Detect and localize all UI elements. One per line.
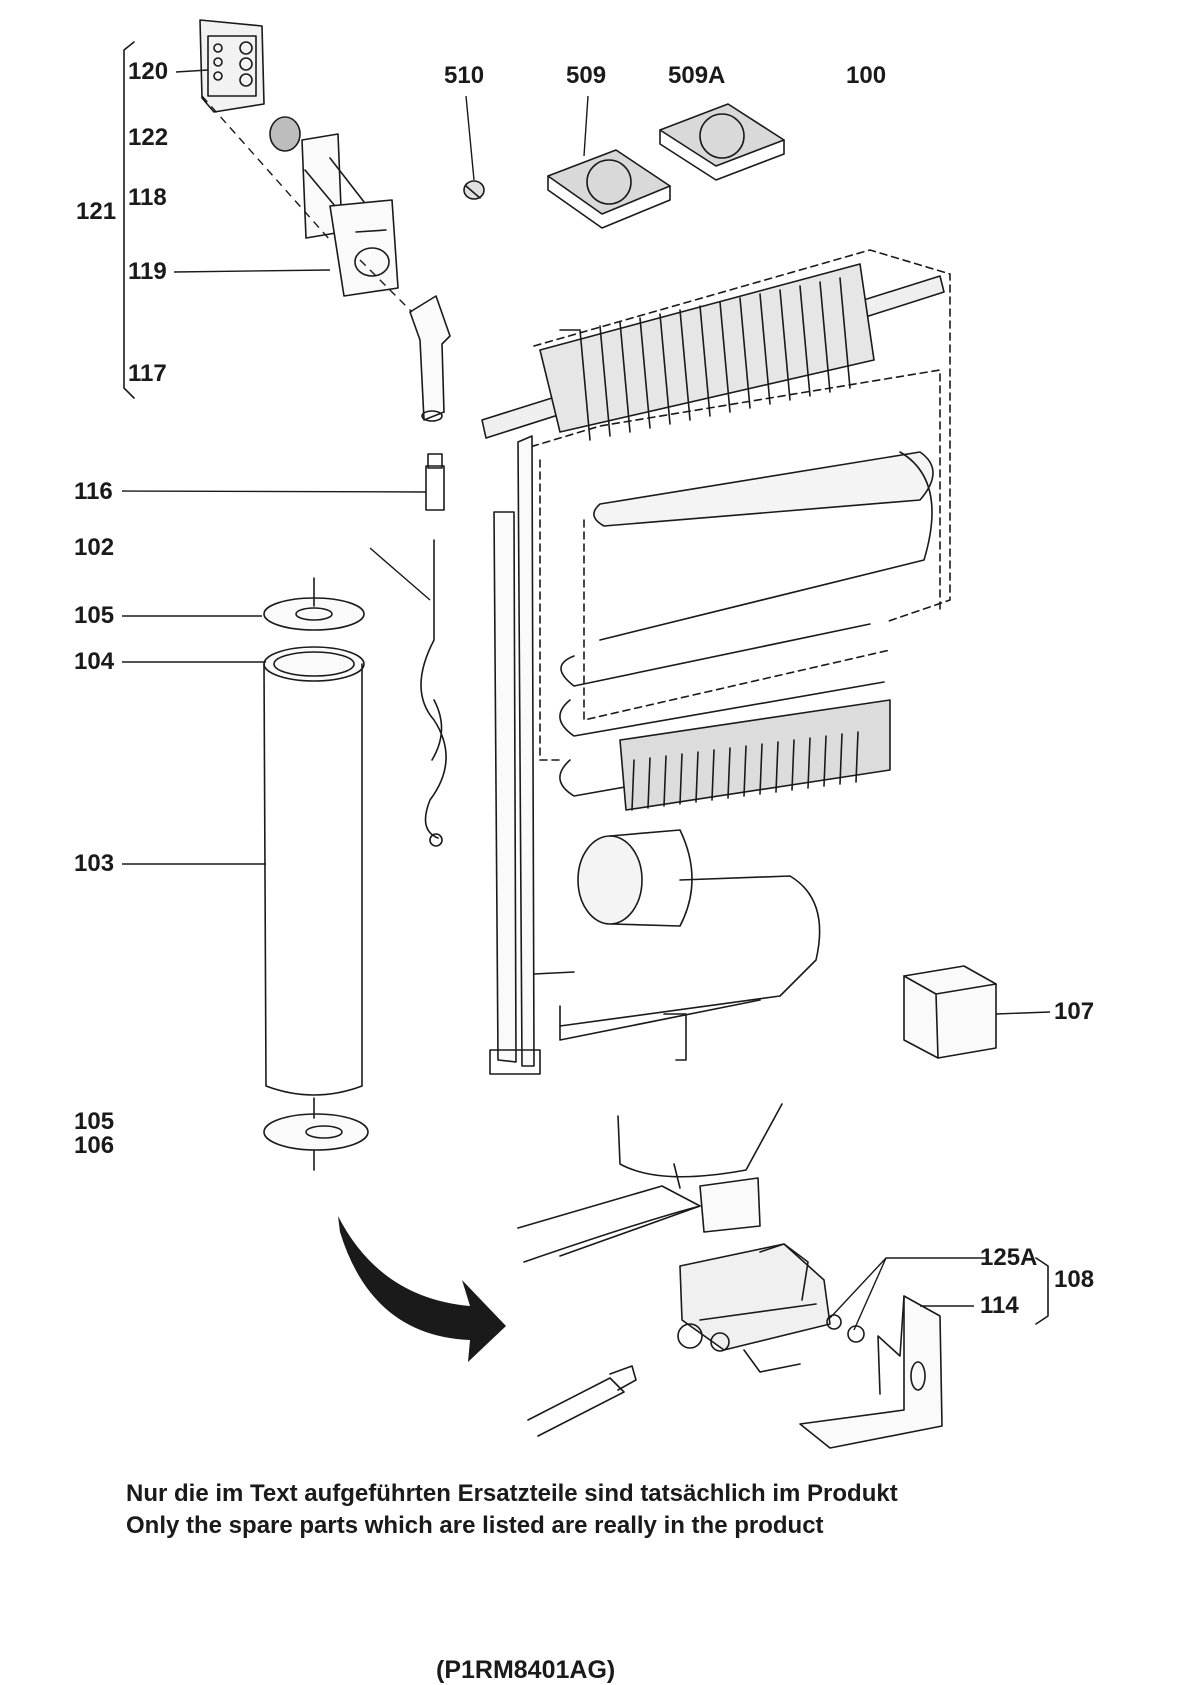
dash-118-117 bbox=[359, 259, 413, 313]
part-114-shield bbox=[799, 1295, 943, 1449]
callout-118: 118 bbox=[128, 184, 167, 211]
bracket-108 bbox=[1035, 1257, 1049, 1325]
leader-102 bbox=[369, 547, 431, 601]
part-510-clip bbox=[463, 180, 485, 200]
callout-107: 107 bbox=[1054, 998, 1095, 1025]
callout-103: 103 bbox=[74, 850, 115, 877]
part-102-thermocouple bbox=[420, 539, 447, 847]
leader-120 bbox=[175, 69, 209, 73]
callout-106: 106 bbox=[74, 1132, 115, 1159]
part-108-burner bbox=[677, 1243, 831, 1373]
part-509-fan bbox=[547, 149, 671, 229]
callout-121: 121 bbox=[76, 198, 117, 225]
part-100-cooling-unit-body bbox=[481, 263, 945, 1075]
part-118-flue-tube bbox=[301, 133, 399, 297]
gas-line bbox=[527, 1365, 637, 1437]
part-509a-fan bbox=[659, 103, 785, 181]
callout-100: 100 bbox=[846, 62, 887, 89]
callout-510: 510 bbox=[444, 62, 485, 89]
leader-509 bbox=[583, 95, 589, 157]
leader-119 bbox=[173, 269, 331, 273]
burner-housing bbox=[517, 1103, 783, 1263]
callout-116: 116 bbox=[74, 478, 113, 505]
callout-102: 102 bbox=[74, 534, 115, 561]
callout-119: 119 bbox=[128, 258, 167, 285]
note-german: Nur die im Text aufgeführten Ersatzteile… bbox=[126, 1480, 898, 1507]
part-120-flue-plate bbox=[199, 19, 265, 113]
callout-104: 104 bbox=[74, 648, 115, 675]
part-116-jet bbox=[425, 453, 445, 511]
curved-arrow bbox=[338, 1216, 506, 1362]
callout-125a: 125A bbox=[980, 1244, 1038, 1271]
drawing-code: (P1RM8401AG) bbox=[436, 1656, 616, 1684]
part-117-flue-pipe bbox=[409, 295, 451, 422]
leader-510 bbox=[465, 95, 475, 181]
callout-120: 120 bbox=[128, 58, 169, 85]
leader-107 bbox=[995, 1011, 1051, 1015]
callout-108: 108 bbox=[1054, 1266, 1095, 1293]
callout-122: 122 bbox=[128, 124, 169, 151]
part-122-mesh-cap bbox=[269, 116, 301, 152]
callout-105-top: 105 bbox=[74, 602, 115, 629]
callout-117: 117 bbox=[128, 360, 167, 387]
note-english: Only the spare parts which are listed ar… bbox=[126, 1512, 824, 1539]
part-103-flue-cylinder bbox=[263, 577, 369, 1171]
leader-116 bbox=[121, 490, 427, 493]
bracket-121 bbox=[123, 41, 135, 399]
part-107-cover bbox=[903, 965, 997, 1059]
dash-120-118 bbox=[201, 95, 331, 241]
callout-105-bottom: 105 bbox=[74, 1108, 115, 1135]
callout-509: 509 bbox=[566, 62, 607, 89]
callout-509a: 509A bbox=[668, 62, 726, 89]
leader-125a-2 bbox=[853, 1257, 887, 1331]
callout-114: 114 bbox=[980, 1292, 1019, 1319]
